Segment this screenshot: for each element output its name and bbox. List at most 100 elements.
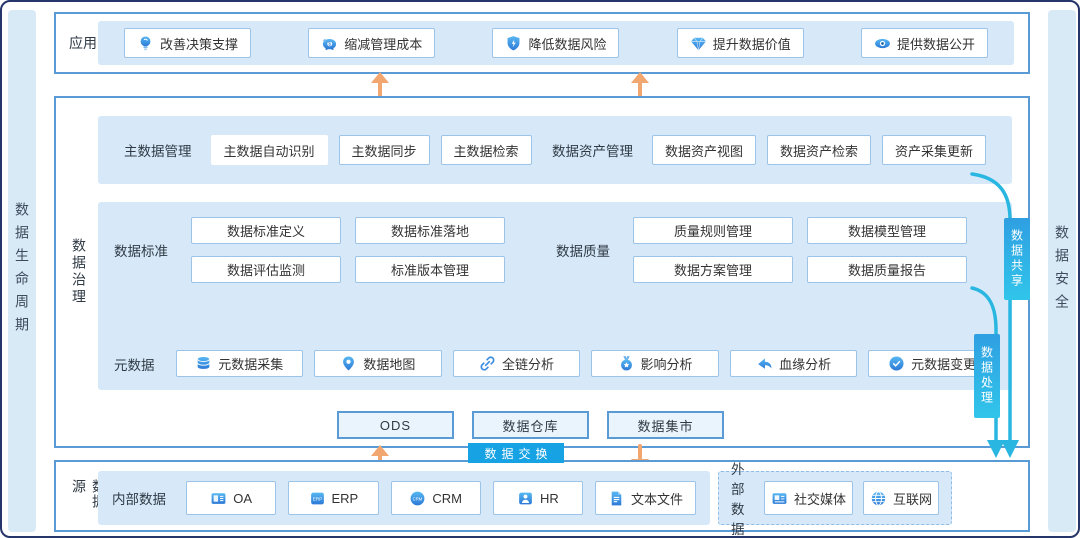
bulb-icon [137,35,154,52]
up-arrow [631,72,649,98]
chip-label: ERP [331,490,359,506]
internal-data-label: 内部数据 [112,492,166,507]
chip-label: 资产采集更新 [894,143,973,159]
source-item-crm[interactable]: CRM CRM [390,481,481,515]
quality-item[interactable]: 质量规则管理 [633,217,793,244]
chip-label: OA [233,490,253,506]
source-item-hr[interactable]: HR [492,481,583,515]
chip-label: 数据资产视图 [664,143,743,159]
data-exchange-label: 数据交换 [484,446,553,461]
asset-item[interactable]: 数据资产视图 [651,135,756,165]
chip-label: 标准版本管理 [390,263,469,278]
store-label: ODS [379,417,412,433]
internal-data-group: 内部数据 OA ERP ERP CRM CRM HR 文本文件 [98,471,710,525]
data-quality-group: 数据质量 质量规则管理 数据模型管理 数据方案管理 数据质量报告 [556,217,967,283]
quality-item[interactable]: 数据方案管理 [633,256,793,283]
source-item-oa[interactable]: OA [186,481,277,515]
share-branch-icon [756,355,773,372]
app-item-label: 提升数据价值 [712,36,791,52]
application-layer-fill: 改善决策支撑 $ 缩减管理成本 降低数据风险 提升数据价值 提供数据公开 [98,21,1014,65]
app-item-decision[interactable]: 改善决策支撑 [124,28,252,58]
chip-label: 社交媒体 [793,491,846,507]
metadata-item[interactable]: 全链分析 [452,350,581,377]
up-arrow [371,72,389,98]
metadata-label: 元数据 [114,357,155,373]
data-flow-lines [970,172,1019,458]
app-item-label: 降低数据风险 [528,36,607,52]
globe-icon [870,490,887,507]
source-item-social[interactable]: 社交媒体 [763,481,853,515]
data-process-label: 数据处理 [979,346,994,406]
store-label: 数据集市 [637,418,694,434]
chip-label: 数据资产检索 [779,143,858,159]
chip-label: 数据地图 [363,357,416,372]
medal-icon [618,355,635,372]
svg-text:$: $ [329,41,332,47]
master-data-group: 主数据管理 主数据自动识别 主数据同步 主数据检索 [124,135,532,165]
metadata-item[interactable]: 血缘分析 [729,350,858,377]
data-mart-box[interactable]: 数据集市 [607,411,724,439]
application-layer-label: 应用 [69,35,97,51]
governance-layer-panel: 数据治理 主数据管理 主数据自动识别 主数据同步 主数据检索 数据资产管理 数据… [54,96,1030,448]
svg-text:CRM: CRM [413,496,423,501]
app-item-cost[interactable]: $ 缩减管理成本 [308,28,436,58]
standard-item[interactable]: 数据标准落地 [355,217,505,244]
data-lifecycle-bar: 数据生命周期 [8,10,36,532]
flow-arrowhead [987,440,1005,458]
data-warehouse-box[interactable]: 数据仓库 [472,411,589,439]
piggy-bank-icon: $ [321,35,338,52]
data-exchange-badge: 数据交换 [468,443,564,463]
chip-label: 血缘分析 [779,357,832,372]
data-standard-label: 数据标准 [114,244,168,259]
chip-label: 互联网 [892,491,932,507]
master-asset-row: 主数据管理 主数据自动识别 主数据同步 主数据检索 数据资产管理 数据资产视图 … [98,116,1012,184]
data-asset-label: 数据资产管理 [551,144,633,159]
chip-label: 影响分析 [640,357,693,372]
chip-label: 数据评估监测 [226,263,305,278]
diamond-icon [690,35,707,52]
source-item-textfile[interactable]: 文本文件 [595,481,697,515]
asset-item[interactable]: 资产采集更新 [881,135,986,165]
chip-label: 质量规则管理 [673,224,752,239]
metadata-item[interactable]: 数据地图 [314,350,442,377]
metadata-item[interactable]: 影响分析 [591,350,719,377]
source-item-internet[interactable]: 互联网 [862,481,939,515]
database-icon [195,355,212,372]
data-security-bar: 数据安全 [1048,10,1076,532]
chip-label: 数据模型管理 [847,224,926,239]
app-item-label: 提供数据公开 [896,36,975,52]
chip-label: 主数据自动识别 [223,143,315,159]
app-item-value[interactable]: 提升数据价值 [676,28,804,58]
quality-item[interactable]: 数据模型管理 [807,217,967,244]
source-item-erp[interactable]: ERP ERP [288,481,379,515]
metadata-item[interactable]: 元数据采集 [175,350,304,377]
data-security-label: 数据安全 [1054,225,1070,317]
master-item[interactable]: 主数据同步 [338,135,430,165]
chip-label: 元数据采集 [218,357,284,372]
ods-box[interactable]: ODS [337,411,454,439]
master-item[interactable]: 主数据检索 [440,135,532,165]
master-data-label: 主数据管理 [124,144,192,159]
chip-label: 主数据同步 [351,143,417,159]
storage-row: ODS 数据仓库 数据集市 [337,411,724,439]
standard-quality-metadata-row: 数据标准 数据标准定义 数据标准落地 数据评估监测 标准版本管理 数据质量 质量… [98,202,1012,390]
app-item-open[interactable]: 提供数据公开 [860,28,988,58]
standard-item[interactable]: 数据标准定义 [191,217,341,244]
erp-icon: ERP [309,490,326,507]
app-item-label: 缩减管理成本 [344,36,423,52]
data-process-badge: 数据处理 [974,334,1000,418]
svg-text:ERP: ERP [312,496,322,501]
data-lifecycle-label: 数据生命周期 [14,202,30,340]
data-quality-label: 数据质量 [556,244,610,259]
asset-item[interactable]: 数据资产检索 [766,135,871,165]
data-share-badge: 数据共享 [1004,218,1030,300]
standard-item[interactable]: 数据评估监测 [191,256,341,283]
chip-label: 文本文件 [631,491,684,507]
hr-icon [517,490,534,507]
master-item[interactable]: 主数据自动识别 [210,135,328,165]
standard-item[interactable]: 标准版本管理 [355,256,505,283]
quality-item[interactable]: 数据质量报告 [807,256,967,283]
social-media-icon [771,490,788,507]
app-item-risk[interactable]: 降低数据风险 [492,28,620,58]
external-data-label: 外部数据 [731,462,745,537]
